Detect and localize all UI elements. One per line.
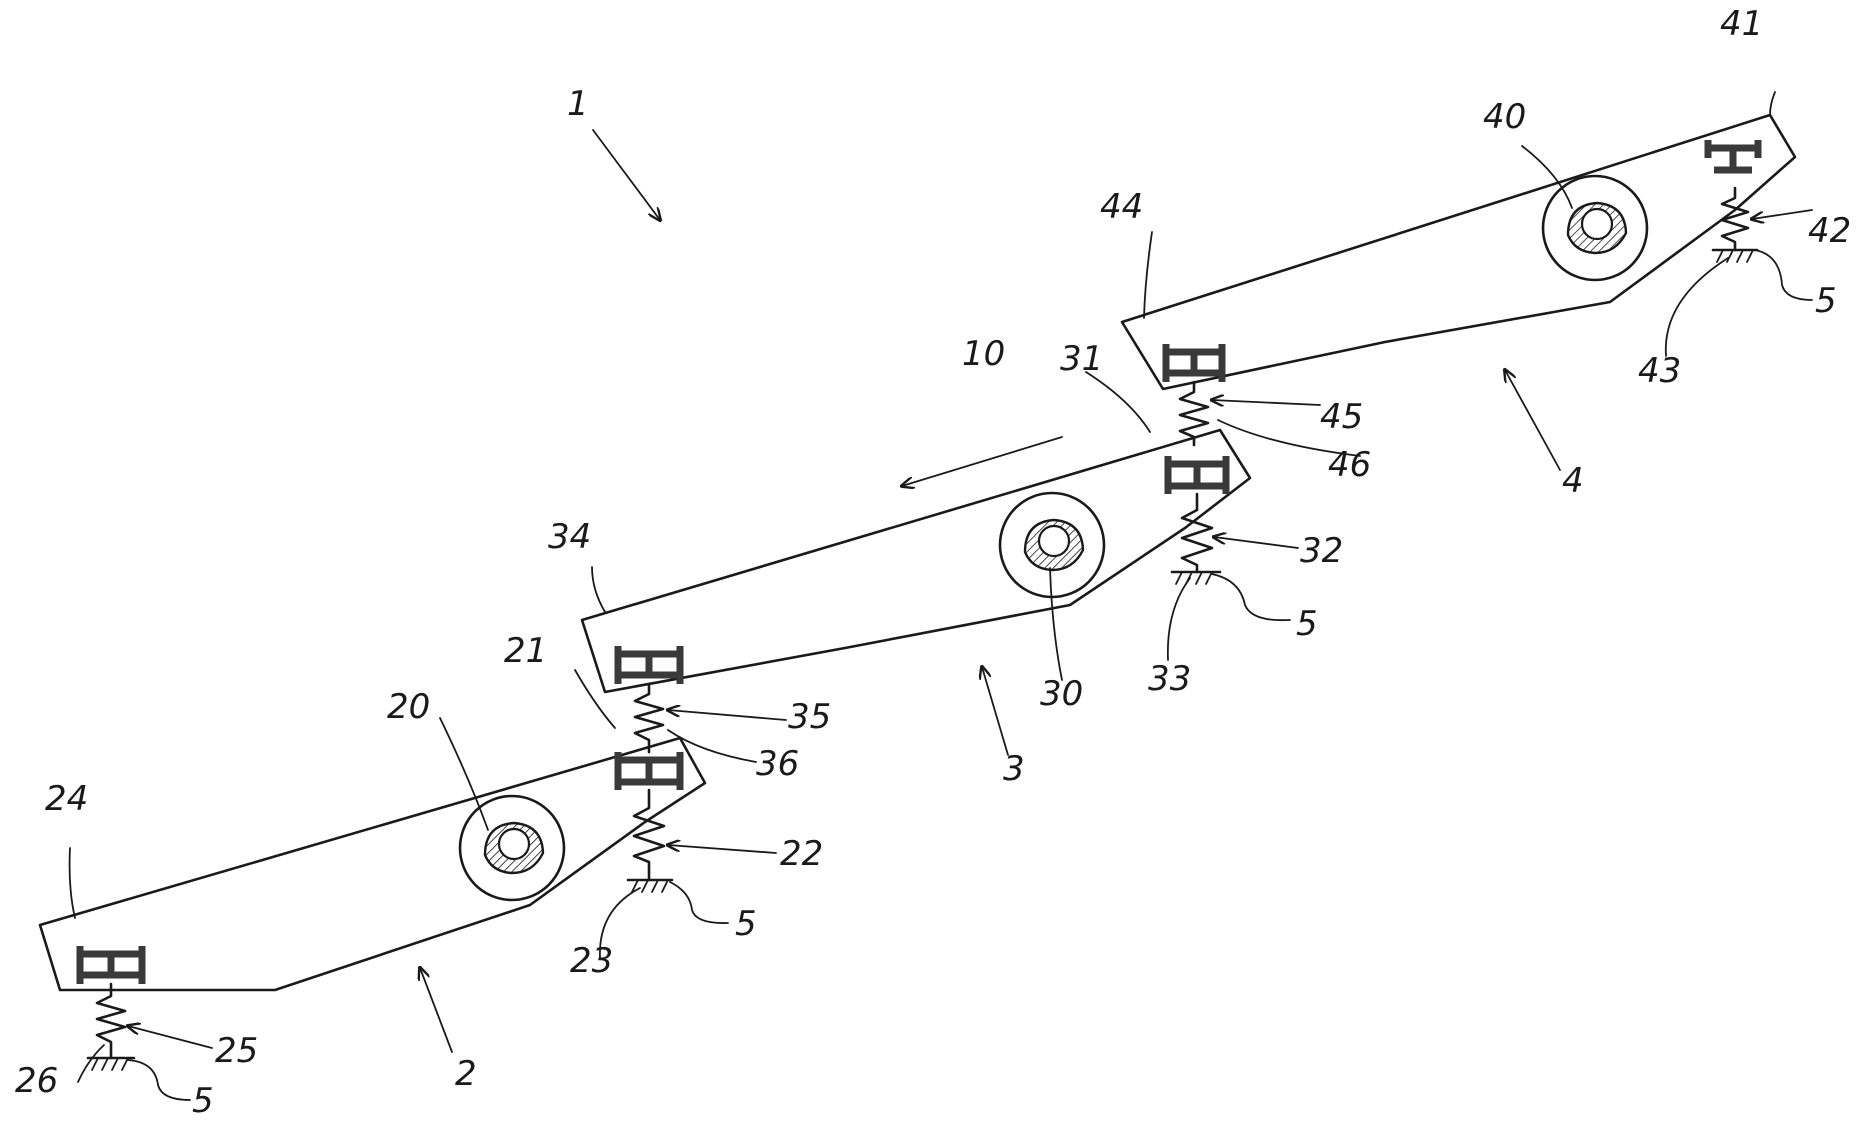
leader-left-corner-b xyxy=(592,567,605,612)
label-c-spring-left-lead: 46 xyxy=(1328,445,1371,485)
leader-ground-c xyxy=(1755,250,1812,300)
label-c-spring-low-lead: 43 xyxy=(1638,351,1681,391)
rail-icon xyxy=(1708,140,1758,170)
label-ground-left-a: 5 xyxy=(192,1081,214,1121)
label-b-top-corner: 31 xyxy=(1060,339,1103,379)
arrow-unit-bottom xyxy=(420,968,452,1052)
reference-numerals: 1 10 4 3 2 41 40 44 42 5 43 45 46 31 32 … xyxy=(15,4,1851,1121)
rail-icon xyxy=(1168,456,1226,494)
leader-spring-low-b xyxy=(1168,578,1190,660)
unit-top-drive xyxy=(1543,176,1647,280)
leader-top-corner-b xyxy=(1086,372,1150,432)
label-ground-b: 5 xyxy=(1296,604,1318,644)
spring-right-bottom xyxy=(634,790,664,880)
arrow-device xyxy=(593,130,660,220)
unit-bottom-drive xyxy=(460,796,564,900)
leader-drive-c xyxy=(1522,146,1572,208)
vibrating-unit-bottom xyxy=(40,738,705,1070)
label-a-top-corner: 21 xyxy=(504,631,547,671)
label-ground-a: 5 xyxy=(735,904,757,944)
leader-ground-a xyxy=(670,882,728,923)
label-unit-c: 4 xyxy=(1562,461,1584,501)
arrow-unit-middle xyxy=(982,667,1008,755)
label-c-left-corner: 44 xyxy=(1100,187,1143,227)
arrow-spring-left-top xyxy=(1212,400,1320,405)
label-a-left-corner: 24 xyxy=(45,779,88,819)
label-unit-a: 2 xyxy=(455,1054,477,1094)
label-c-drive: 40 xyxy=(1483,97,1526,137)
label-b-spring-left-lead: 36 xyxy=(756,744,799,784)
rail-icon xyxy=(618,752,680,790)
label-a-spring-low-lead: 23 xyxy=(570,941,613,981)
label-c-spring-left: 45 xyxy=(1320,397,1363,437)
label-a-spring-low: 22 xyxy=(780,834,823,874)
label-a-spring-left-lead: 26 xyxy=(15,1061,58,1101)
arrow-spring-right-bottom xyxy=(668,845,776,853)
label-ground-c: 5 xyxy=(1815,281,1837,321)
ground-icon xyxy=(88,1058,134,1070)
label-a-spring-left: 25 xyxy=(215,1031,258,1071)
label-a-drive: 20 xyxy=(387,687,430,727)
leader-left-corner-a xyxy=(70,848,75,918)
label-direction: 10 xyxy=(962,334,1005,374)
spring-left-middle xyxy=(635,684,663,752)
label-b-left-corner: 34 xyxy=(548,517,591,557)
rail-icon xyxy=(618,646,680,684)
rail-icon xyxy=(1166,344,1222,382)
arrow-direction xyxy=(902,437,1062,486)
leader-top-corner-c xyxy=(1770,92,1775,115)
vibrating-unit-middle xyxy=(582,430,1250,752)
leader-top-corner-a xyxy=(575,670,615,728)
label-unit-b: 3 xyxy=(1003,749,1025,789)
arrow-spring-right-top xyxy=(1752,210,1812,219)
leader-ground-left-a xyxy=(128,1060,190,1100)
arrow-spring-left-middle xyxy=(668,710,786,720)
leader-drive-b xyxy=(1050,568,1062,680)
label-c-top-corner: 41 xyxy=(1720,4,1763,44)
unit-middle-drive xyxy=(1000,493,1104,597)
leader-lines xyxy=(70,92,1812,1100)
label-b-spring-low-lead: 33 xyxy=(1148,659,1191,699)
leader-ground-b xyxy=(1212,574,1290,620)
label-c-spring-low: 42 xyxy=(1808,211,1851,251)
arrow-unit-top xyxy=(1505,370,1560,470)
label-b-spring-low: 32 xyxy=(1300,531,1343,571)
leader-left-corner-c xyxy=(1144,232,1152,318)
leader-spring-low-c xyxy=(1666,258,1728,356)
label-device: 1 xyxy=(567,84,589,124)
leader-spring-left-lead-a xyxy=(78,1045,104,1082)
arrow-spring-left-bottom xyxy=(128,1026,212,1048)
label-b-spring-left: 35 xyxy=(788,697,831,737)
spring-right-top xyxy=(1722,188,1748,250)
leader-drive-a xyxy=(440,718,488,830)
arrow-spring-right-middle xyxy=(1214,537,1298,548)
ground-icon xyxy=(1713,250,1757,262)
label-b-drive: 30 xyxy=(1040,674,1083,714)
vibrating-unit-top xyxy=(1122,115,1795,445)
spring-right-middle xyxy=(1182,494,1212,572)
rail-icon xyxy=(80,946,142,984)
